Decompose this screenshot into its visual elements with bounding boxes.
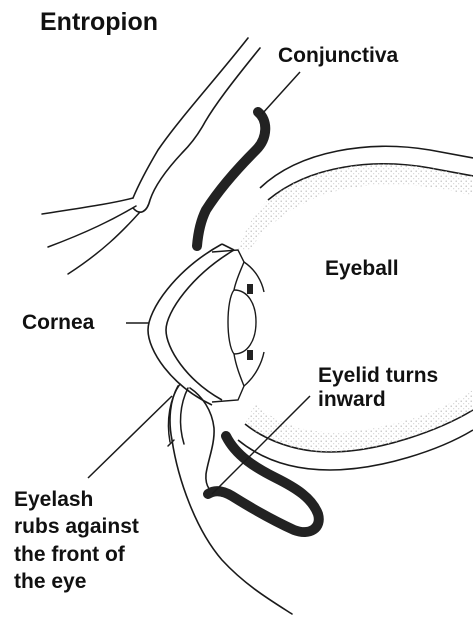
lower-conjunctiva [208, 436, 319, 532]
diagram-title: Entropion [40, 8, 158, 36]
eyelash-leader [88, 396, 172, 478]
upper-eyelid [133, 38, 260, 212]
conjunctiva-leader [262, 72, 300, 114]
cornea-label: Cornea [22, 311, 94, 335]
eyelid-turns-inward-label: Eyelid turns inward [318, 364, 438, 411]
ciliary-mark-top [247, 284, 253, 294]
eyeball-label: Eyeball [325, 257, 399, 281]
conjunctiva-label: Conjunctiva [278, 44, 398, 68]
eyelash-label: Eyelash rubs against the front of the ey… [14, 486, 139, 595]
ciliary-mark-bottom [247, 350, 253, 360]
cornea-shape [148, 244, 234, 405]
iris-lens [212, 250, 264, 402]
upper-eyelashes [42, 198, 140, 274]
